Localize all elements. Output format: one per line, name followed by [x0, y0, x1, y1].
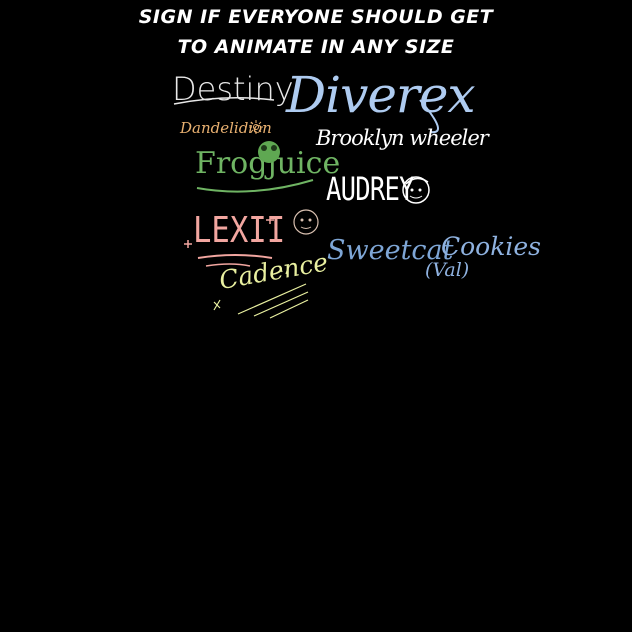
signature-dandelion: Dandelidion [180, 119, 272, 137]
lexii-sparkles [184, 209, 319, 267]
destiny-underline [173, 97, 275, 105]
doodle-face-icon [402, 176, 430, 204]
flower-icon [249, 120, 263, 134]
signature-audrey: AUDREY [326, 170, 414, 208]
signature-diverex: Diverex [286, 66, 476, 124]
signature-sweetcat: Sweetcat [327, 235, 454, 266]
signature-brooklyn: Brooklyn wheeler [316, 126, 489, 150]
frog-icon [196, 141, 314, 193]
diverex-flourish [419, 99, 439, 134]
signature-cookies: Cookies [441, 232, 541, 261]
title-line-1: SIGN IF EVERYONE SHOULD GET [138, 6, 494, 28]
cadence-flourish [213, 265, 309, 319]
title-line-2: TO ANIMATE IN ANY SIZE [177, 36, 455, 58]
signature-val: (Val) [425, 259, 470, 281]
